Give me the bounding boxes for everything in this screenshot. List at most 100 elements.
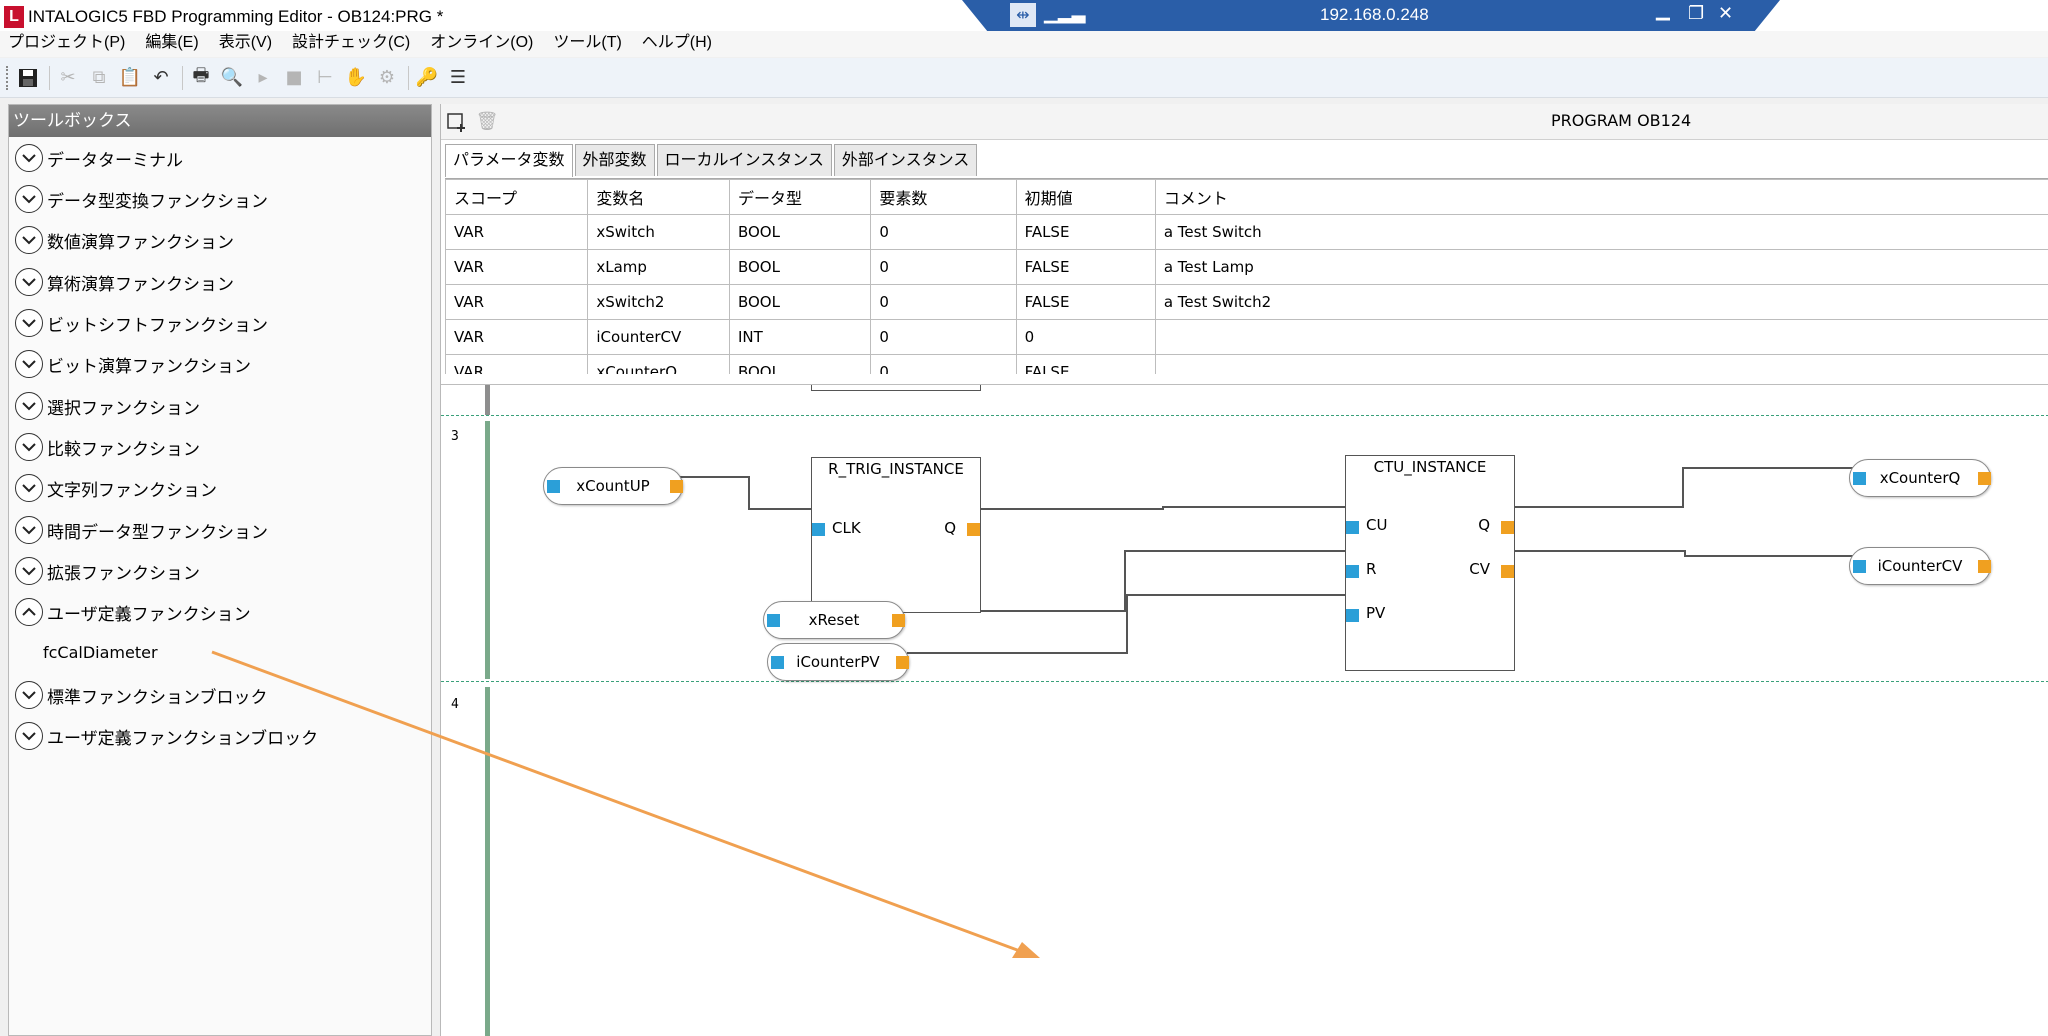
cell-type[interactable]: BOOL bbox=[728, 354, 872, 374]
output-pin[interactable] bbox=[896, 656, 909, 669]
toolbox-category-user-function[interactable]: ユーザ定義ファンクション bbox=[15, 595, 251, 629]
chevron-down-icon[interactable] bbox=[15, 268, 43, 296]
cell-elements[interactable]: 0 bbox=[870, 319, 1017, 355]
column-header-initial[interactable]: 初期値 bbox=[1015, 179, 1156, 215]
fb-ctu-instance[interactable]: CTU_INSTANCE CU R PV Q CV bbox=[1345, 455, 1515, 671]
toolbox-category-data-terminal[interactable]: データターミナル bbox=[15, 141, 183, 175]
key-icon[interactable]: 🔑 bbox=[415, 67, 439, 88]
cell-comment[interactable]: a Test Switch bbox=[1154, 214, 2048, 250]
cell-comment[interactable] bbox=[1154, 319, 2048, 355]
undo-icon[interactable]: ↶ bbox=[153, 67, 169, 88]
cell-elements[interactable]: 0 bbox=[870, 214, 1017, 250]
cell-comment[interactable] bbox=[1154, 354, 2048, 374]
delete-variable-icon[interactable]: 🗑 bbox=[475, 111, 499, 132]
fbd-variable-icounterpv[interactable]: iCounterPV bbox=[767, 643, 909, 681]
stop-icon[interactable]: ■ bbox=[285, 67, 303, 88]
column-header-elements[interactable]: 要素数 bbox=[870, 179, 1017, 215]
output-pin[interactable] bbox=[1501, 521, 1514, 534]
toolbar-grip[interactable] bbox=[6, 65, 10, 90]
toolbox-category-bit-shift[interactable]: ビットシフトファンクション bbox=[15, 306, 268, 340]
menu-help[interactable]: ヘルプ(H) bbox=[641, 34, 713, 51]
chevron-down-icon[interactable] bbox=[15, 185, 43, 213]
table-row[interactable]: VAR xSwitch BOOL 0 FALSE a Test Switch bbox=[445, 214, 2048, 250]
paste-icon[interactable]: 📋 bbox=[118, 67, 142, 88]
toolbox-category-arithmetic[interactable]: 算術演算ファンクション bbox=[15, 265, 234, 299]
chevron-down-icon[interactable] bbox=[15, 557, 43, 585]
cell-initial[interactable]: FALSE bbox=[1015, 249, 1156, 285]
debug-icon[interactable]: ⚙ bbox=[378, 67, 396, 88]
chevron-up-icon[interactable] bbox=[15, 598, 43, 626]
cell-initial[interactable]: 0 bbox=[1015, 319, 1156, 355]
print-preview-icon[interactable]: 🔍 bbox=[220, 67, 244, 88]
fbd-canvas[interactable]: 3 4 xCountUP R_TRIG_INSTANCE CLK bbox=[441, 384, 2048, 1036]
menu-design-check[interactable]: 設計チェック(C) bbox=[292, 34, 411, 51]
panel-splitter[interactable] bbox=[432, 104, 440, 1036]
column-header-scope[interactable]: スコープ bbox=[445, 179, 589, 215]
table-row[interactable]: VAR xLamp BOOL 0 FALSE a Test Lamp bbox=[445, 249, 2048, 285]
fbd-variable-xreset[interactable]: xReset bbox=[763, 601, 905, 639]
input-pin[interactable] bbox=[767, 614, 780, 627]
input-pin[interactable] bbox=[1853, 560, 1866, 573]
toolbox-category-standard-fb[interactable]: 標準ファンクションブロック bbox=[15, 678, 268, 712]
toolbox-category-selection[interactable]: 選択ファンクション bbox=[15, 389, 200, 423]
toolbox-category-comparison[interactable]: 比較ファンクション bbox=[15, 430, 200, 464]
copy-icon[interactable]: ⧉ bbox=[92, 67, 106, 88]
menu-view[interactable]: 表示(V) bbox=[218, 34, 273, 51]
cell-name[interactable]: xLamp bbox=[587, 249, 730, 285]
pin-icon[interactable]: ⇹ bbox=[1010, 3, 1036, 27]
tab-external-variables[interactable]: 外部変数 bbox=[574, 144, 655, 176]
cell-comment[interactable]: a Test Switch2 bbox=[1154, 284, 2048, 320]
save-icon[interactable] bbox=[16, 66, 40, 90]
tab-external-instances[interactable]: 外部インスタンス bbox=[833, 144, 978, 176]
cell-type[interactable]: BOOL bbox=[728, 249, 872, 285]
input-pin[interactable] bbox=[771, 656, 784, 669]
fbd-variable-icountercv[interactable]: iCounterCV bbox=[1849, 547, 1991, 585]
cell-scope[interactable]: VAR bbox=[445, 214, 589, 250]
tab-parameter-variables[interactable]: パラメータ変数 bbox=[445, 144, 573, 177]
toolbox-item-fccaldiameter[interactable]: fcCalDiameter bbox=[43, 643, 158, 662]
menu-project[interactable]: プロジェクト(P) bbox=[8, 34, 126, 51]
chevron-down-icon[interactable] bbox=[15, 722, 43, 750]
menu-online[interactable]: オンライン(O) bbox=[430, 34, 534, 51]
minimize-icon[interactable]: ▁ bbox=[1656, 0, 1670, 21]
print-icon[interactable]: 🖶 bbox=[192, 64, 210, 86]
cell-scope[interactable]: VAR bbox=[445, 284, 589, 320]
output-pin[interactable] bbox=[1501, 565, 1514, 578]
cell-scope[interactable]: VAR bbox=[445, 354, 589, 374]
cell-name[interactable]: xCounterQ bbox=[587, 354, 730, 374]
cell-type[interactable]: BOOL bbox=[728, 214, 872, 250]
toolbox-category-bit-operation[interactable]: ビット演算ファンクション bbox=[15, 347, 251, 381]
chevron-down-icon[interactable] bbox=[15, 226, 43, 254]
cell-scope[interactable]: VAR bbox=[445, 249, 589, 285]
chevron-down-icon[interactable] bbox=[15, 516, 43, 544]
restore-icon[interactable]: ❐ bbox=[1688, 3, 1705, 24]
cell-initial[interactable]: FALSE bbox=[1015, 284, 1156, 320]
cell-name[interactable]: iCounterCV bbox=[587, 319, 730, 355]
column-header-comment[interactable]: コメント bbox=[1154, 179, 2048, 215]
step-icon[interactable]: ⊢ bbox=[317, 67, 333, 88]
fb-r-trig-instance[interactable]: R_TRIG_INSTANCE CLK Q bbox=[811, 457, 981, 613]
toolbox-category-user-fb[interactable]: ユーザ定義ファンクションブロック bbox=[15, 719, 318, 753]
table-row[interactable]: VAR xSwitch2 BOOL 0 FALSE a Test Switch2 bbox=[445, 284, 2048, 320]
column-header-name[interactable]: 変数名 bbox=[587, 179, 730, 215]
run-icon[interactable]: ▸ bbox=[258, 67, 268, 88]
chevron-down-icon[interactable] bbox=[15, 144, 43, 172]
input-pin[interactable] bbox=[1346, 609, 1359, 622]
chevron-down-icon[interactable] bbox=[15, 681, 43, 709]
variable-table-container[interactable]: スコープ 変数名 データ型 要素数 初期値 コメント VAR xSwitch B… bbox=[445, 178, 2048, 374]
output-pin[interactable] bbox=[967, 523, 980, 536]
chevron-down-icon[interactable] bbox=[15, 309, 43, 337]
toolbox-category-numeric[interactable]: 数値演算ファンクション bbox=[15, 223, 234, 257]
chevron-down-icon[interactable] bbox=[15, 433, 43, 461]
cell-type[interactable]: BOOL bbox=[728, 284, 872, 320]
cut-icon[interactable]: ✂ bbox=[60, 67, 76, 88]
fbd-variable-xcountup[interactable]: xCountUP bbox=[543, 467, 683, 505]
tab-local-instances[interactable]: ローカルインスタンス bbox=[656, 144, 832, 176]
menu-edit[interactable]: 編集(E) bbox=[145, 34, 199, 51]
toolbox-category-extended[interactable]: 拡張ファンクション bbox=[15, 554, 200, 588]
input-pin[interactable] bbox=[812, 523, 825, 536]
cell-name[interactable]: xSwitch2 bbox=[587, 284, 730, 320]
cell-elements[interactable]: 0 bbox=[870, 249, 1017, 285]
toolbox-category-time[interactable]: 時間データ型ファンクション bbox=[15, 513, 268, 547]
toolbox-category-string[interactable]: 文字列ファンクション bbox=[15, 471, 217, 505]
